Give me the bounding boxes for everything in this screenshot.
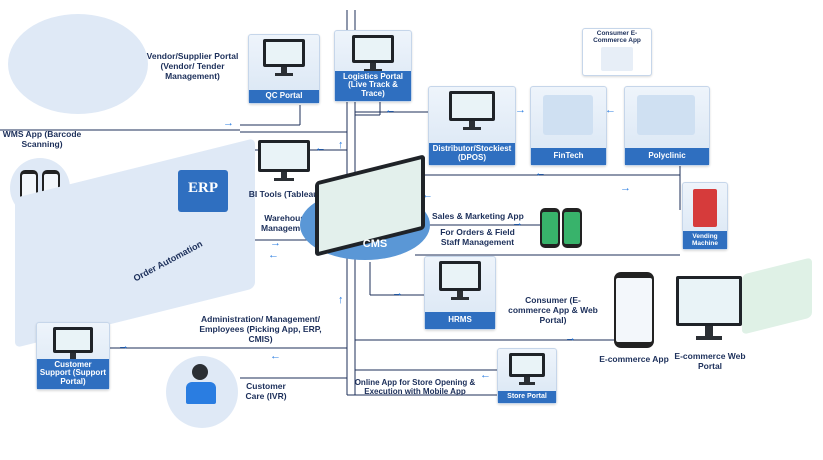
arrow-icon: ←	[535, 167, 546, 179]
hrms-card[interactable]: HRMS	[424, 256, 496, 330]
phone-icon	[562, 208, 582, 248]
arrow-icon: ←	[480, 369, 491, 381]
erp-box[interactable]: ERP	[178, 170, 228, 212]
store-portal-label: Store Portal	[498, 391, 556, 403]
arrow-icon: →	[118, 340, 129, 352]
warehouse-management-label: Warehouse Management	[261, 213, 313, 233]
monitor-icon	[509, 353, 545, 387]
consumer-label: Consumer (E-commerce App & Web Portal)	[508, 295, 598, 325]
monitor-icon	[53, 327, 93, 365]
ecommerce-web-portal-label: E-commerce Web Portal	[674, 351, 746, 371]
agent-head-icon	[192, 364, 208, 380]
arrow-icon: →	[392, 287, 403, 299]
consumer-ecommerce-app-label: Consumer E-Commerce App	[593, 30, 641, 45]
bi-tools-monitor[interactable]	[258, 140, 310, 184]
fintech-label: FinTech	[531, 148, 606, 165]
fintech-illustration	[543, 95, 593, 135]
arrow-icon: ←	[605, 104, 616, 116]
arrow-icon: ←	[268, 249, 279, 261]
vendor-portal-label: Vendor/Supplier Portal (Vendor/ Tender M…	[146, 51, 239, 81]
arrow-icon: ←	[315, 142, 326, 154]
polyclinic-card[interactable]: Polyclinic	[624, 86, 710, 166]
polyclinic-illustration	[637, 95, 695, 135]
polyclinic-label: Polyclinic	[625, 148, 709, 165]
consumer-ecommerce-app-card[interactable]: Consumer E-Commerce App	[582, 28, 652, 76]
logistics-portal-label: Logistics Portal (Live Track & Trace)	[335, 70, 411, 101]
monitor-icon	[263, 39, 305, 79]
customer-care-label: Customer Care (IVR)	[245, 381, 287, 401]
distributor-card[interactable]: Distributor/Stockiest (DPOS)	[428, 86, 516, 166]
arrow-icon: →	[512, 217, 523, 229]
online-app-label: Online App for Store Opening & Execution…	[354, 378, 476, 397]
agent-body-icon	[186, 382, 216, 404]
vending-label: Vending Machine	[683, 230, 727, 249]
erp-label: ERP	[188, 180, 218, 196]
store-portal-card[interactable]: Store Portal	[497, 348, 557, 404]
logistics-portal-card[interactable]: Logistics Portal (Live Track & Trace)	[334, 30, 412, 102]
arrow-icon: →	[565, 332, 576, 344]
ecommerce-web-monitor[interactable]	[676, 276, 742, 348]
monitor-icon	[449, 91, 495, 133]
customer-support-card[interactable]: Customer Support (Support Portal)	[36, 322, 110, 390]
arrow-icon: →	[223, 117, 234, 129]
arrow-icon: ↑	[338, 139, 344, 151]
arrow-icon: →	[270, 237, 281, 249]
fintech-card[interactable]: FinTech	[530, 86, 607, 166]
arrow-icon: ←	[385, 104, 396, 116]
wms-app-label: WMS App (Barcode Scanning)	[2, 129, 82, 149]
arrow-icon: →	[620, 182, 631, 194]
bi-tools-label: BI Tools (Tableau)	[248, 189, 322, 199]
arrow-icon: ←	[270, 350, 281, 362]
arrow-icon: →	[515, 104, 526, 116]
cms-label: CMS	[362, 238, 388, 250]
arrow-icon: ↑	[338, 294, 344, 306]
vending-card[interactable]: Vending Machine	[682, 182, 728, 250]
sales-marketing-label: Sales & Marketing App	[432, 211, 524, 221]
orders-field-staff-label: For Orders & Field Staff Management	[440, 227, 515, 247]
arrow-icon: ←	[422, 189, 433, 201]
monitor-icon	[439, 261, 481, 303]
customer-support-label: Customer Support (Support Portal)	[37, 358, 109, 389]
phone-icon	[540, 208, 560, 248]
qc-portal-card[interactable]: QC Portal	[248, 34, 320, 104]
qc-portal-label: QC Portal	[249, 90, 319, 103]
hrms-label: HRMS	[425, 312, 495, 329]
ecommerce-phone-icon[interactable]	[614, 272, 654, 348]
vending-machine-icon	[693, 189, 717, 227]
shopping-illustration	[601, 47, 633, 71]
monitor-icon	[352, 35, 394, 75]
distributor-label: Distributor/Stockiest (DPOS)	[429, 143, 515, 165]
vendor-illustration	[8, 14, 148, 114]
ecommerce-app-label: E-commerce App	[599, 354, 669, 364]
administration-label: Administration/ Management/ Employees (P…	[199, 314, 322, 344]
